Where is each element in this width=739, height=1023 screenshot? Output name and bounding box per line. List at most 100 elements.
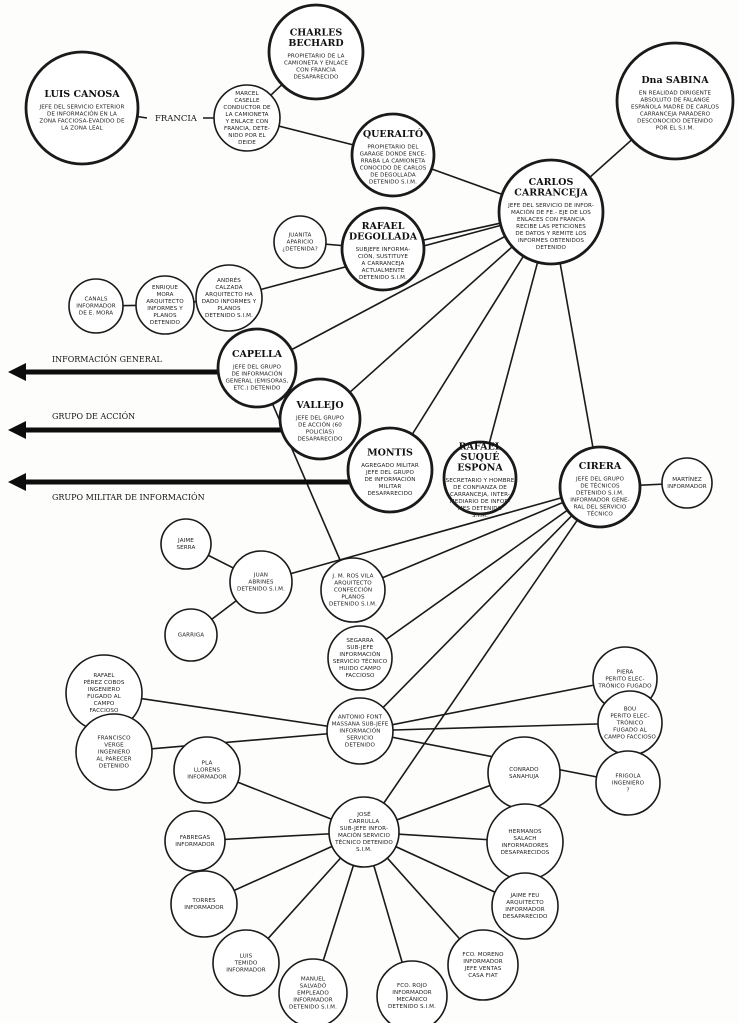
node-desc-font-4: DETENIDO <box>345 742 376 748</box>
node-circle-abrines <box>229 550 293 614</box>
node-desc-martinez-1: INFORMADOR <box>667 484 707 490</box>
node-salvado[interactable]: MANUELSALVADÓEMPLEADOINFORMADORDETENIDO … <box>278 958 348 1023</box>
node-desc-canals-2: DE E. MORA <box>79 310 113 316</box>
node-desc-verge-2: INGENIERO <box>98 749 131 755</box>
node-desc-bou-1: PERITO ELEC- <box>610 713 649 719</box>
node-desc-moreno-1: INFORMADOR <box>463 959 503 965</box>
node-circle-salvado <box>278 958 348 1023</box>
node-circle-montis <box>346 426 434 514</box>
node-desc-martinez-0: MARTÍNEZ <box>672 476 702 483</box>
node-desc-verge-3: AL PARECER <box>96 756 131 762</box>
node-feu[interactable]: JAIME FEUARQUITECTOINFORMADORDESAPARECID… <box>491 872 559 940</box>
node-desc-carranceja-0: JEFE DEL SERVICIO DE INFOR- <box>507 203 594 209</box>
node-desc-bou-2: TRÓNICO <box>616 719 644 726</box>
node-desc-salach-0: HERMANOS <box>508 829 542 835</box>
node-desc-carranceja-3: RECIBE LAS PETICIONES <box>516 224 586 230</box>
node-desc-degollada-3: ACTUALMENTE <box>362 268 405 274</box>
node-desc-canosa-0: JEFE DEL SERVICIO EXTERIOR <box>39 104 125 110</box>
node-desc-charles-3: DESAPARECIDO <box>293 75 339 81</box>
node-desc-salvado-1: SALVADÓ <box>300 982 327 989</box>
node-title-carranceja-0: CARLOS <box>529 177 574 188</box>
node-desc-vallejo-0: JEFE DEL GRUPO <box>295 415 344 421</box>
node-desc-fabregas-1: INFORMADOR <box>175 842 215 848</box>
node-desc-font-2: INFORMACIÓN <box>339 727 380 734</box>
node-circle-mora <box>135 275 195 335</box>
edge-cirera-carrulla <box>363 486 601 833</box>
node-circle-serra <box>160 518 212 570</box>
node-rosvila[interactable]: J. M. ROS VILAARQUITECTOCONFECCIÓNPLANOS… <box>320 557 386 623</box>
edge-carranceja-capella <box>256 211 552 369</box>
node-desc-sabina-0: EN REALIDAD DIRIGENTE <box>639 90 712 96</box>
node-desc-vallejo-3: DESAPARECIDO <box>297 436 343 442</box>
node-desc-capella-0: JEFE DEL GRUPO <box>232 364 281 370</box>
node-desc-mora-3: INFORMES Y <box>147 306 183 312</box>
node-desc-moreno-3: CASA FIAT <box>468 973 498 979</box>
node-desc-rosvila-0: J. M. ROS VILA <box>331 573 373 579</box>
node-desc-queralto-5: DETENIDO S.I.M. <box>369 179 417 185</box>
node-circle-marcel <box>213 84 281 152</box>
node-desc-marcel-2: CONDUCTOR DE <box>223 105 271 111</box>
node-desc-marcel-0: MARCEL <box>235 91 259 97</box>
node-desc-montis-4: DESAPARECIDO <box>367 491 413 497</box>
node-desc-mora-2: ARQUITECTO <box>146 299 184 305</box>
node-desc-abrines-1: ABRINES <box>248 579 274 585</box>
node-desc-serra-1: SERRA <box>177 545 196 551</box>
node-desc-perez-1: PÉREZ COBOS <box>83 678 124 686</box>
node-garriga[interactable]: GARRIGA <box>164 608 218 662</box>
label-francia: FRANCIA <box>155 114 198 124</box>
edge-font-piera <box>359 678 626 732</box>
node-title-suque-0: RAFAEL <box>459 441 502 452</box>
node-desc-carranceja-2: ENLACES CON FRANCIA <box>517 217 585 223</box>
node-desc-marcel-1: CASELLE <box>234 98 260 104</box>
node-desc-charles-1: CAMIONETA Y ENLACE <box>284 61 348 67</box>
node-circle-garriga <box>164 608 218 662</box>
node-circle-temido <box>212 929 280 997</box>
node-desc-salvado-2: EMPLEADO <box>297 990 329 996</box>
node-desc-montis-0: AGREGADO MILITAR <box>361 463 419 469</box>
node-desc-perez-3: FUGADO AL <box>87 694 122 700</box>
node-desc-calzada-5: DETENIDO S.I.M. <box>205 313 253 319</box>
node-desc-suque-4: MES DETENIDO <box>458 506 503 512</box>
node-circle-font <box>326 697 394 765</box>
arrow-grupo-militar-head-icon <box>8 473 26 491</box>
edge-cirera-font <box>359 486 601 732</box>
node-desc-salach-2: INFORMADORES <box>502 843 549 849</box>
node-circle-frigola <box>595 750 661 816</box>
node-desc-segarra-5: FACCIOSO <box>345 673 375 679</box>
